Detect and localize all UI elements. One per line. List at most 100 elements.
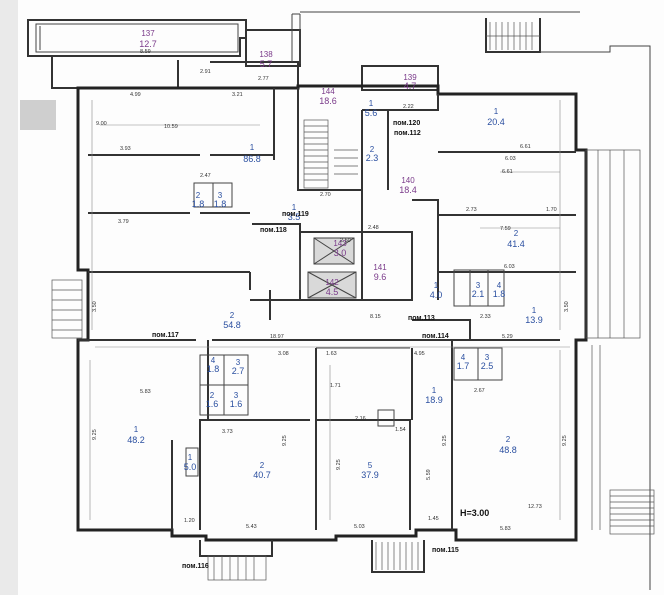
dim-text: 9.25: [92, 429, 98, 440]
dim-text: 9.00: [96, 121, 107, 127]
elevator-shafts: [307, 237, 357, 299]
label-pom-115: пом.115: [432, 547, 459, 554]
label-pom-116: пом.116: [182, 563, 209, 570]
room-b1-area: 3.5: [288, 212, 301, 222]
dimension-texts: 8.59 2.77 2.91 4.99 3.21 10.59 3.93 2.47…: [96, 49, 557, 532]
dim-text: 1.20: [184, 518, 195, 524]
dim-text: 2.91: [200, 69, 211, 75]
scan-mark: [20, 100, 56, 130]
dim-text: 2.77: [258, 76, 269, 82]
room-137-area: 12.7: [139, 39, 157, 49]
room-g2-number: 2: [210, 391, 215, 400]
room-139-number: 139: [403, 73, 417, 82]
room-a1-number: 1: [250, 143, 255, 152]
dim-text: 5.43: [246, 524, 257, 530]
room-a3-area: 1.8: [214, 199, 227, 209]
room-i3-number: 3: [485, 353, 490, 362]
dim-text: 9.25: [282, 435, 288, 446]
dim-text: 10.59: [164, 124, 178, 130]
room-g7-number: 2: [260, 461, 265, 470]
annex-wall-138: [245, 29, 301, 67]
room-h5-number: 5: [368, 461, 373, 470]
room-e2-number: 2: [230, 311, 235, 320]
room-d2-area: 41.4: [507, 239, 525, 249]
dim-text: 5.03: [354, 524, 365, 530]
label-pom-117: пом.117: [152, 332, 179, 339]
room-f1-number: 1: [434, 281, 439, 290]
room-h5-area: 37.9: [361, 470, 379, 480]
room-139-area: 4.7: [404, 81, 417, 91]
dim-text: 1.45: [428, 516, 439, 522]
building-outline: [76, 84, 588, 542]
room-d1-area: 20.4: [487, 117, 505, 127]
dim-text: 4.95: [414, 351, 425, 357]
room-142-area: 4.5: [326, 287, 339, 297]
dim-text: 3.93: [120, 146, 131, 152]
dim-text: 7.59: [500, 226, 511, 232]
interior-walls: [78, 88, 576, 530]
room-a3-number: 3: [218, 191, 223, 200]
room-140-area: 18.4: [399, 185, 417, 195]
room-143-number: 143: [333, 239, 347, 248]
dim-text: 9.25: [442, 435, 448, 446]
dim-text: 6.61: [520, 144, 531, 150]
room-g6-number: 1: [188, 453, 193, 462]
dim-text: 8.15: [370, 314, 381, 320]
dim-text: 1.63: [326, 351, 337, 357]
room-g2-area: 1.6: [206, 399, 219, 409]
label-pom-120: пом.120: [393, 120, 420, 127]
ceiling-height-label: H=3.00: [460, 508, 489, 518]
room-f4-area: 1.8: [493, 289, 506, 299]
label-pom-112: пом.112: [394, 130, 421, 137]
room-141-number: 141: [373, 263, 387, 272]
room-d2-number: 2: [514, 229, 519, 238]
dim-text: 2.73: [466, 207, 477, 213]
dim-text: 8.59: [140, 49, 151, 55]
label-pom-118: пом.118: [260, 227, 287, 234]
annex-wall-137: [27, 19, 247, 57]
room-g3-area: 1.6: [230, 399, 243, 409]
top-right-stair: [299, 14, 651, 590]
room-f3-area: 2.1: [472, 289, 485, 299]
left-stair: [51, 279, 83, 339]
label-pom-119: пом.119: [282, 211, 309, 218]
dim-text: 6.61: [502, 169, 513, 175]
label-pom-114: пом.114: [422, 333, 449, 340]
room-144-number: 144: [321, 87, 335, 96]
room-142-number: 142: [325, 278, 339, 287]
premise-labels: пом.120 пом.112 пом.118 пом.119 пом.113 …: [152, 120, 489, 570]
dim-text: 3.73: [222, 429, 233, 435]
dim-text: 2.70: [320, 192, 331, 198]
room-a1-area: 86.8: [243, 154, 261, 164]
room-g5-area: 2.7: [232, 366, 245, 376]
room-c1-number: 1: [369, 99, 374, 108]
room-h1-number: 1: [432, 386, 437, 395]
room-g6-area: 5.0: [184, 462, 197, 472]
vertical-dimension-texts: 3.50 3.50 9.25 9.25 9.25 9.25 9.25 5.59: [92, 301, 570, 480]
dim-text: 2.47: [200, 173, 211, 179]
room-i4-area: 1.7: [457, 361, 470, 371]
dim-text: 3.08: [278, 351, 289, 357]
dim-text: 2.22: [403, 104, 414, 110]
room-g7-area: 40.7: [253, 470, 271, 480]
dim-text: 3.50: [564, 301, 570, 312]
room-g1-number: 1: [134, 425, 139, 434]
room-i3-area: 2.5: [481, 361, 494, 371]
dim-text: 9.25: [562, 435, 568, 446]
dim-text: 6.03: [504, 264, 515, 270]
dim-text: 1.70: [546, 207, 557, 213]
dim-text: 12.73: [528, 504, 542, 510]
dim-text: 2.50: [340, 238, 351, 244]
room-f3-number: 3: [476, 281, 481, 290]
annex-connector: [51, 56, 179, 89]
dim-text: 2.48: [368, 225, 379, 231]
bottom-left-stair: [199, 540, 273, 581]
room-g1-area: 48.2: [127, 435, 145, 445]
room-143-area: 3.0: [334, 248, 347, 258]
paper-margin: [0, 0, 18, 595]
dim-text: 1.71: [330, 383, 341, 389]
room-g4-area: 1.8: [207, 364, 220, 374]
dim-text: 5.83: [500, 526, 511, 532]
dim-text: 5.83: [140, 389, 151, 395]
